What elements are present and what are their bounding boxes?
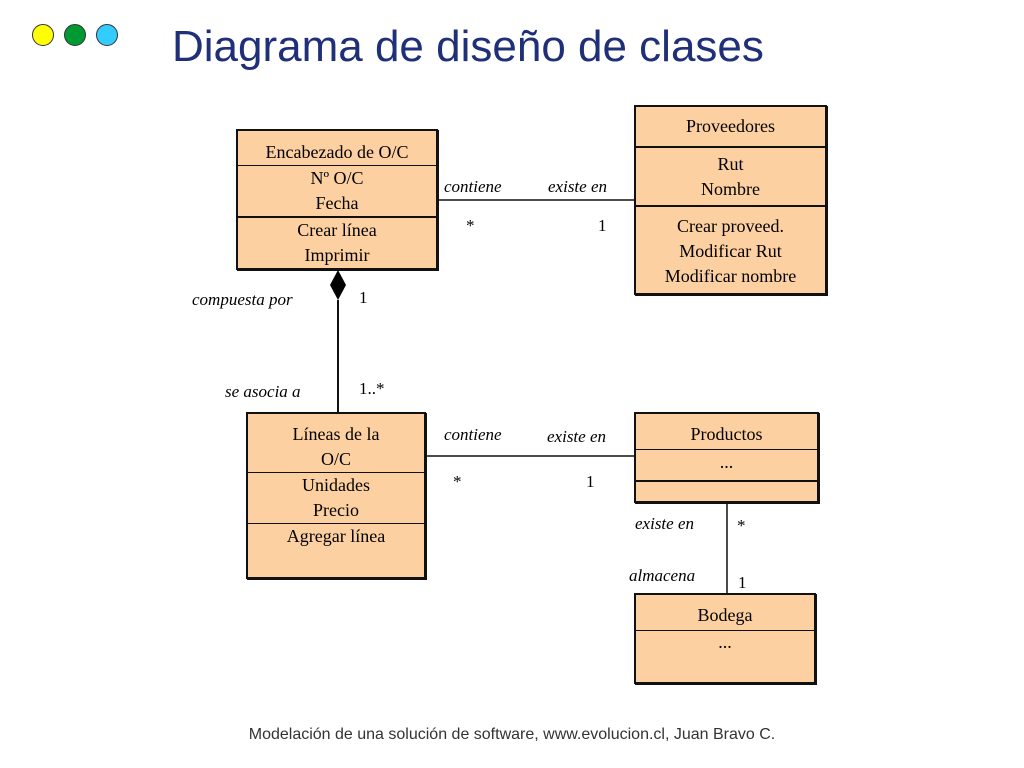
operations-section: Crear proveed. Modificar Rut Modificar n…	[636, 205, 825, 289]
class-name: Productos	[690, 424, 763, 444]
yellow-dot	[32, 24, 54, 46]
class-lineas-oc[interactable]: Líneas de la O/C Unidades Precio Agregar…	[246, 412, 426, 579]
operation: Modificar Rut	[679, 241, 782, 261]
role-label-contiene: contiene	[444, 425, 502, 444]
class-bodega[interactable]: Bodega ...	[634, 593, 816, 684]
class-productos[interactable]: Productos ...	[634, 412, 819, 503]
role-label-se-asocia-a: se asocia a	[225, 382, 301, 401]
role-label-existe-en: existe en	[548, 177, 607, 196]
role-label-compuesta-por: compuesta por	[192, 290, 293, 309]
class-name-section: Bodega	[636, 595, 814, 630]
multiplicity-label: 1	[598, 216, 607, 235]
green-dot	[64, 24, 86, 46]
multiplicity-label: 1	[359, 288, 368, 307]
class-name-section: Líneas de la O/C	[248, 414, 424, 472]
operation: Modificar nombre	[664, 266, 797, 286]
role-label-existe-en: existe en	[635, 514, 694, 533]
operations-section: Crear línea Imprimir	[238, 216, 436, 268]
attribute: ...	[718, 632, 732, 652]
multiplicity-label: 1..*	[359, 379, 385, 398]
multiplicity-label: *	[466, 216, 475, 235]
multiplicity-label: *	[737, 516, 746, 535]
operation: Agregar línea	[286, 526, 386, 546]
attribute: Fecha	[315, 193, 359, 213]
role-label-almacena: almacena	[629, 566, 696, 585]
attribute: ...	[719, 452, 734, 472]
slide-footer: Modelación de una solución de software, …	[0, 726, 1024, 744]
class-name: O/C	[320, 449, 351, 469]
attributes-section: Nº O/C Fecha	[238, 165, 436, 216]
attribute: Unidades	[302, 475, 370, 495]
footer-text: Modelación de una solución de software, …	[248, 726, 776, 743]
class-name-section: Encabezado de O/C	[238, 131, 436, 165]
attribute: Rut	[717, 154, 744, 174]
class-proveedores[interactable]: Proveedores Rut Nombre Crear proveed. Mo…	[634, 105, 827, 295]
role-label-existe-en: existe en	[547, 427, 606, 446]
class-name: Encabezado de O/C	[265, 142, 409, 162]
operation: Imprimir	[304, 245, 370, 265]
attributes-section: Rut Nombre	[636, 146, 825, 205]
attributes-section: ...	[636, 630, 814, 682]
class-name: Proveedores	[686, 116, 775, 136]
class-name-section: Proveedores	[636, 107, 825, 146]
multiplicity-label: 1	[738, 573, 747, 592]
operations-section: Agregar línea	[248, 523, 424, 577]
role-label-contiene: contiene	[444, 177, 502, 196]
operation: Crear línea	[297, 220, 377, 240]
class-name: Bodega	[697, 605, 753, 625]
attribute: Nombre	[701, 179, 760, 199]
blue-dot	[96, 24, 118, 46]
attribute: Precio	[313, 500, 359, 520]
multiplicity-label: 1	[586, 472, 595, 491]
attributes-section: ...	[636, 449, 817, 480]
operations-section	[636, 480, 817, 501]
class-name: Líneas de la	[292, 424, 380, 444]
slide-title: Diagrama de diseño de clases	[172, 22, 764, 71]
operation: Crear proveed.	[677, 216, 784, 236]
attribute: Nº O/C	[310, 168, 364, 188]
attributes-section: Unidades Precio	[248, 472, 424, 523]
multiplicity-label: *	[453, 472, 462, 491]
class-encabezado-oc[interactable]: Encabezado de O/C Nº O/C Fecha Crear lín…	[236, 129, 438, 270]
class-name-section: Productos	[636, 414, 817, 449]
composition-diamond	[330, 270, 346, 300]
